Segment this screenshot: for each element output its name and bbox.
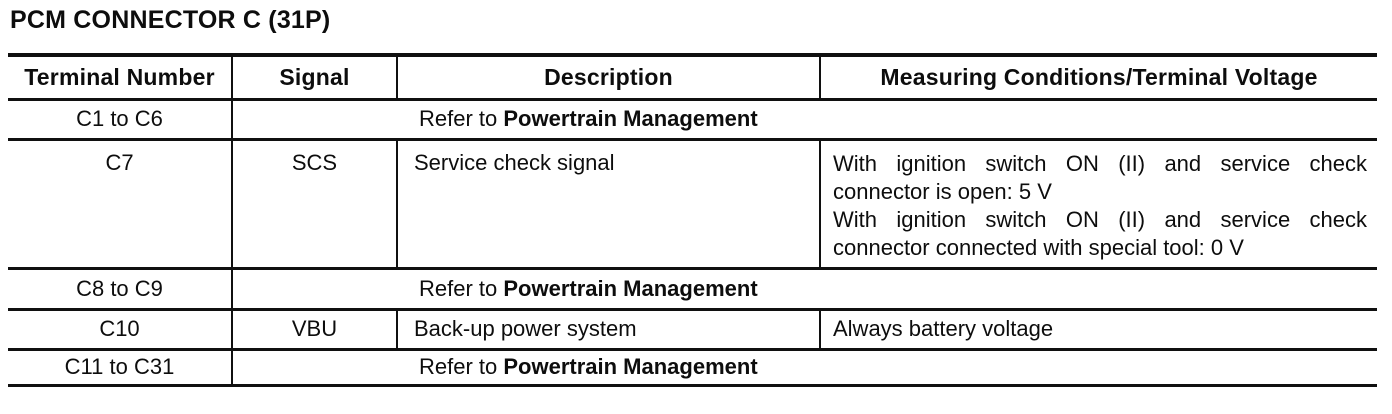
- table-row-c7: C7 SCS Service check signal With ignitio…: [8, 137, 1377, 268]
- measuring-line: With ignition switch ON (II) and service…: [833, 150, 1367, 176]
- description-cell: Service check signal: [396, 137, 820, 268]
- col-header-signal: Signal: [231, 55, 397, 101]
- description-cell: Back-up power system: [396, 307, 820, 349]
- refer-prefix-text: Refer to: [419, 354, 504, 379]
- measuring-conditions-cell: Always battery voltage: [819, 307, 1377, 349]
- manual-page: PCM CONNECTOR C (31P) Terminal Number Si…: [0, 6, 1392, 387]
- measuring-line: connector connected with special tool: 0…: [833, 234, 1244, 260]
- terminal-cell: C10: [8, 307, 232, 349]
- table-row-c1-to-c6: C1 to C6 Refer to Powertrain Management: [8, 97, 1377, 139]
- pcm-connector-c-table: Terminal Number Signal Description Measu…: [8, 53, 1377, 387]
- refer-bold-text: Powertrain Management: [503, 354, 758, 379]
- col-header-description: Description: [396, 55, 820, 101]
- terminal-cell: C8 to C9: [8, 266, 232, 309]
- refer-bold-text: Powertrain Management: [503, 275, 758, 301]
- page-title: PCM CONNECTOR C (31P): [10, 6, 331, 34]
- refer-prefix-text: Refer to: [419, 106, 504, 131]
- terminal-cell: C11 to C31: [8, 347, 232, 385]
- table-row-c10: C10 VBU Back-up power system Always batt…: [8, 307, 1377, 349]
- refer-bold-text: Powertrain Management: [503, 106, 758, 131]
- signal-cell: SCS: [231, 137, 397, 268]
- signal-cell: VBU: [231, 307, 397, 349]
- col-header-measuring-conditions: Measuring Conditions/Terminal Voltage: [819, 55, 1377, 101]
- refer-cell: Refer to Powertrain Management: [231, 266, 1377, 309]
- col-header-terminal-number: Terminal Number: [8, 55, 232, 101]
- terminal-cell: C1 to C6: [8, 97, 232, 139]
- table-row-c11-to-c31: C11 to C31 Refer to Powertrain Managemen…: [8, 347, 1377, 385]
- refer-cell: Refer to Powertrain Management: [231, 97, 1377, 139]
- refer-prefix-text: Refer to: [419, 275, 504, 301]
- refer-cell: Refer to Powertrain Management: [231, 347, 1377, 385]
- table-header-row: Terminal Number Signal Description Measu…: [8, 55, 1377, 101]
- measuring-conditions-cell: With ignition switch ON (II) and service…: [819, 137, 1377, 268]
- measuring-line: With ignition switch ON (II) and service…: [833, 206, 1367, 232]
- table-row-c8-to-c9: C8 to C9 Refer to Powertrain Management: [8, 266, 1377, 309]
- measuring-line: connector is open: 5 V: [833, 178, 1052, 204]
- terminal-cell: C7: [8, 137, 232, 268]
